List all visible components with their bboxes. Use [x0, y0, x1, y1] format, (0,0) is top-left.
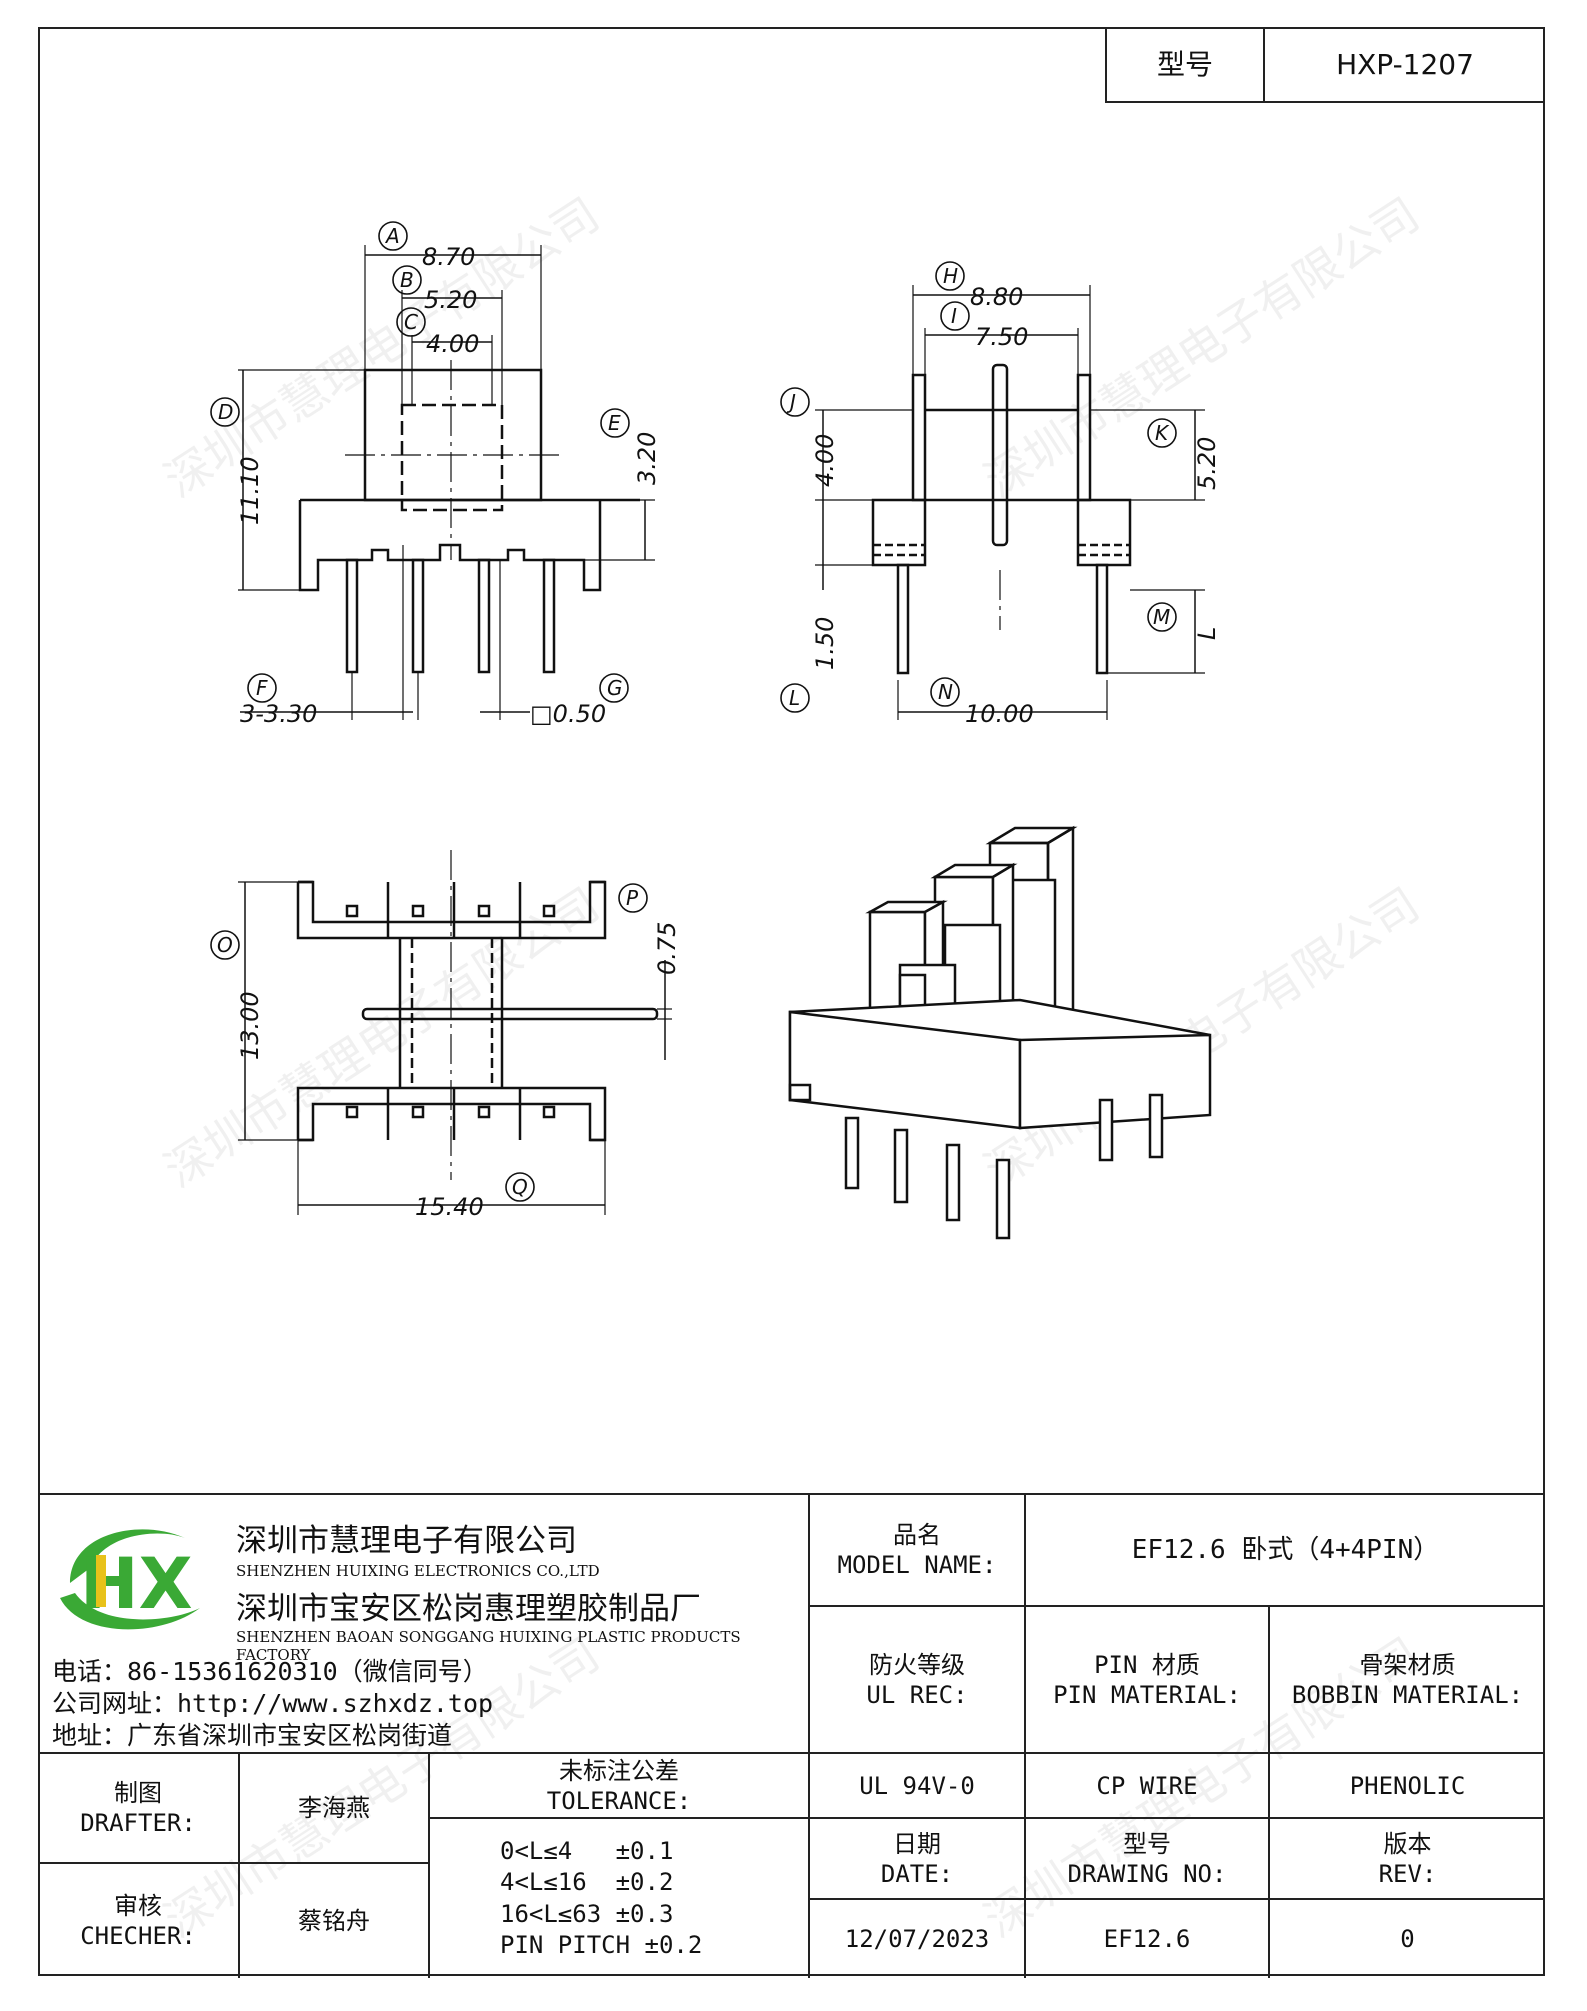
pin-value: CP WIRE	[1096, 1771, 1198, 1800]
drawing-frame	[38, 27, 1545, 1976]
company-name-en: SHENZHEN HUIXING ELECTRONICS CO.,LTD	[236, 1562, 600, 1580]
drafter-value: 李海燕	[298, 1794, 370, 1822]
label-o: O	[217, 933, 233, 957]
dim-d-value: 11.10	[236, 456, 264, 525]
dim-j-value: 4.00	[811, 434, 839, 487]
date-label-cn: 日期	[893, 1829, 941, 1858]
label-m: M	[1153, 605, 1170, 629]
company-phone: 电话：86-15361620310（微信同号）	[52, 1657, 488, 1686]
dim-p-value: 0.75	[653, 922, 681, 975]
dim-m-value: L	[1193, 627, 1221, 640]
label-l: L	[789, 686, 800, 710]
label-d: D	[218, 400, 233, 424]
label-k: K	[1155, 421, 1170, 445]
dim-h-value: 8.80	[970, 283, 1023, 311]
drafter-label-cn: 制图	[114, 1779, 162, 1807]
drawing-label-en: DRAWING NO:	[1067, 1859, 1227, 1888]
tolerance-line: 0<L≤4 ±0.1	[500, 1837, 674, 1866]
company-area: HX 深圳市慧理电子有限公司 SHENZHEN HUIXING ELECTRON…	[38, 1495, 808, 1752]
rev-label: 版本 REV:	[1270, 1819, 1545, 1898]
bobbin-label-cn: 骨架材质	[1359, 1650, 1456, 1679]
type-label: 型号	[1156, 47, 1213, 81]
bobbin-material-label: 骨架材质 BOBBIN MATERIAL:	[1270, 1607, 1545, 1752]
dim-o-value: 13.00	[236, 991, 264, 1060]
type-box: 型号 HXP-1207	[1105, 27, 1545, 103]
drawing-no-label: 型号 DRAWING NO:	[1026, 1819, 1268, 1898]
dim-f-value: 3-3.30	[240, 700, 317, 728]
label-h: H	[943, 264, 958, 288]
checker-label: 审核 CHECHER:	[38, 1864, 238, 1978]
ul-label-en: UL REC:	[866, 1680, 968, 1709]
rev-value: 0	[1400, 1925, 1415, 1953]
dim-l-value: 1.50	[811, 617, 839, 670]
tolerance-line: 16<L≤63 ±0.3	[500, 1899, 674, 1928]
label-c: C	[404, 310, 418, 334]
label-j: J	[786, 390, 796, 414]
tolerance-line: PIN PITCH ±0.2	[500, 1930, 703, 1959]
bobbin-value: PHENOLIC	[1349, 1771, 1466, 1800]
ul-label: 防火等级 UL REC:	[810, 1607, 1024, 1752]
drawing-no-value: EF12.6	[1103, 1925, 1191, 1953]
label-n: N	[938, 680, 953, 704]
pin-label-en: PIN MATERIAL:	[1053, 1680, 1241, 1709]
pin-material-label: PIN 材质 PIN MATERIAL:	[1026, 1607, 1268, 1752]
label-a: A	[384, 224, 400, 248]
date-label-en: DATE:	[880, 1859, 954, 1888]
checker-label-cn: 审核	[114, 1892, 162, 1920]
label-b: B	[400, 268, 414, 292]
date-value: 12/07/2023	[844, 1925, 990, 1953]
checker-value: 蔡铭舟	[298, 1907, 370, 1935]
tolerance-table: 0<L≤4 ±0.1 4<L≤16 ±0.2 16<L≤63 ±0.3 PIN …	[430, 1819, 808, 1978]
dim-q-value: 15.40	[415, 1193, 484, 1221]
model-name-label-en: MODEL NAME:	[837, 1551, 997, 1579]
tolerance-label-en: TOLERANCE:	[546, 1786, 692, 1815]
label-f: F	[256, 676, 268, 700]
side-view	[815, 285, 1205, 720]
model-name-value: EF12.6 卧式（4+4PIN）	[1131, 1534, 1440, 1565]
dim-n-value: 10.00	[965, 700, 1034, 728]
label-i: I	[951, 304, 957, 328]
technical-drawing: 8.70 5.20 4.00 11.10 3.20 3-3.30 □0.50 8…	[210, 221, 1221, 1240]
drawing-label-cn: 型号	[1123, 1829, 1171, 1858]
label-g: G	[607, 676, 623, 700]
top-view	[238, 850, 672, 1215]
dim-a-value: 8.70	[422, 243, 475, 271]
date-label: 日期 DATE:	[810, 1819, 1024, 1898]
dim-k-value: 5.20	[1193, 437, 1221, 490]
ul-value: UL 94V-0	[859, 1771, 975, 1800]
rev-label-cn: 版本	[1383, 1829, 1432, 1858]
dim-c-value: 4.00	[426, 330, 479, 358]
factory-name-cn: 深圳市宝安区松岗惠理塑胶制品厂	[236, 1591, 701, 1627]
bobbin-label-en: BOBBIN MATERIAL:	[1291, 1680, 1524, 1709]
model-name-label-cn: 品名	[893, 1521, 941, 1549]
tolerance-label-cn: 未标注公差	[559, 1756, 679, 1785]
dim-g-value: □0.50	[530, 700, 606, 728]
company-logo: HX	[60, 1529, 200, 1630]
dim-b-value: 5.20	[424, 286, 477, 314]
label-p: P	[626, 886, 639, 910]
label-e: E	[608, 411, 621, 435]
model-name-label: 品名 MODEL NAME:	[810, 1495, 1024, 1605]
company-website: 公司网址：http://www.szhxdz.top	[52, 1689, 494, 1718]
front-view	[238, 245, 655, 720]
dim-i-value: 7.50	[975, 323, 1028, 351]
company-name-cn: 深圳市慧理电子有限公司	[236, 1523, 577, 1559]
label-q: Q	[512, 1175, 528, 1199]
tolerance-line: 4<L≤16 ±0.2	[500, 1868, 674, 1897]
isometric-view	[788, 825, 1212, 1240]
checker-label-en: CHECHER:	[80, 1922, 196, 1950]
drafter-label-en: DRAFTER:	[80, 1809, 196, 1837]
ul-label-cn: 防火等级	[869, 1650, 965, 1679]
tolerance-label: 未标注公差 TOLERANCE:	[430, 1754, 808, 1817]
title-block: HX 深圳市慧理电子有限公司 SHENZHEN HUIXING ELECTRON…	[38, 1493, 1545, 1978]
rev-label-en: REV:	[1378, 1859, 1437, 1888]
drafter-label: 制图 DRAFTER:	[38, 1754, 238, 1862]
company-address: 地址：广东省深圳市宝安区松岗街道	[52, 1721, 453, 1750]
dim-e-value: 3.20	[633, 432, 661, 485]
factory-name-en: SHENZHEN BAOAN SONGGANG HUIXING PLASTIC …	[236, 1628, 741, 1664]
pin-label-cn: PIN 材质	[1094, 1650, 1200, 1679]
type-value: HXP-1207	[1336, 47, 1474, 81]
